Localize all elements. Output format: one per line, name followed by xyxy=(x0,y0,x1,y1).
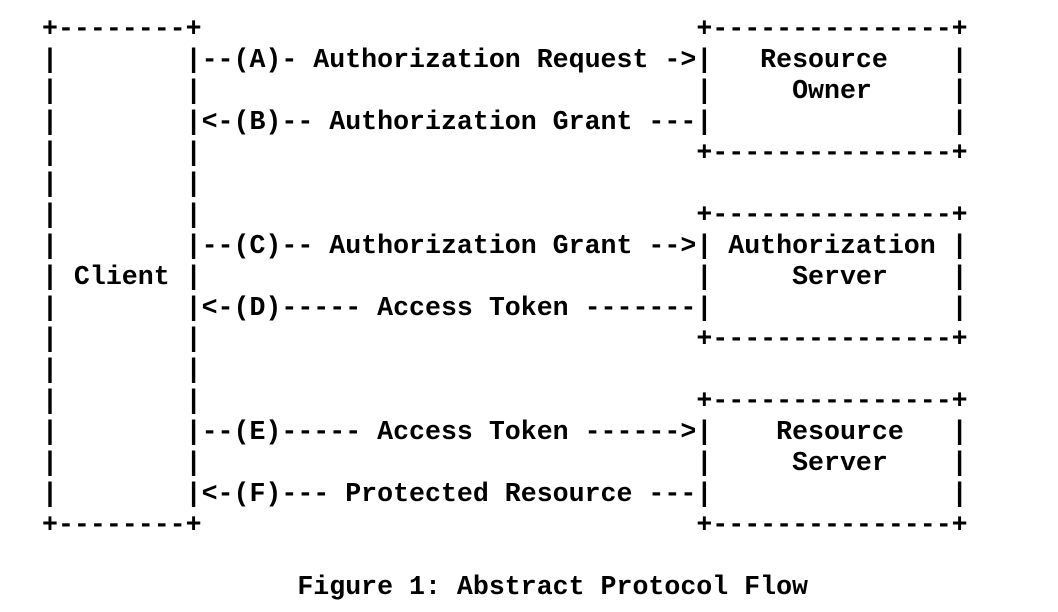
arrow-f-row: | |<-(F)--- Protected Resource ---| | xyxy=(42,479,968,509)
resource-server-label-row: | | | Server | xyxy=(42,448,968,478)
ascii-diagram: +--------+ +---------------+ | |--(A)- A… xyxy=(42,14,968,540)
client-box-row-2: | | xyxy=(42,355,202,385)
arrow-b-row: | |<-(B)-- Authorization Grant ---| | xyxy=(42,107,968,137)
resource-server-top-row: | | +---------------+ xyxy=(42,386,968,416)
arrow-c-row: | |--(C)-- Authorization Grant -->| Auth… xyxy=(42,231,968,261)
arrow-a-row: | |--(A)- Authorization Request ->| Reso… xyxy=(42,45,968,75)
client-box-row: | | xyxy=(42,169,202,199)
arrow-e-row: | |--(E)----- Access Token ------>| Reso… xyxy=(42,417,968,447)
arrow-d-row: | |<-(D)----- Access Token -------| | xyxy=(42,293,968,323)
auth-server-top-row: | | +---------------+ xyxy=(42,200,968,230)
figure-caption: Figure 1: Abstract Protocol Flow xyxy=(297,572,809,602)
resource-owner-bottom-row: | | +---------------+ xyxy=(42,138,968,168)
client-label-row: | Client | | Server | xyxy=(42,262,968,292)
auth-server-bottom-row: | | +---------------+ xyxy=(42,324,968,354)
resource-owner-label-row: | | | Owner | xyxy=(42,76,968,106)
bottom-borders-row: +--------+ +---------------+ xyxy=(42,510,968,540)
top-borders-row: +--------+ +---------------+ xyxy=(42,14,968,44)
